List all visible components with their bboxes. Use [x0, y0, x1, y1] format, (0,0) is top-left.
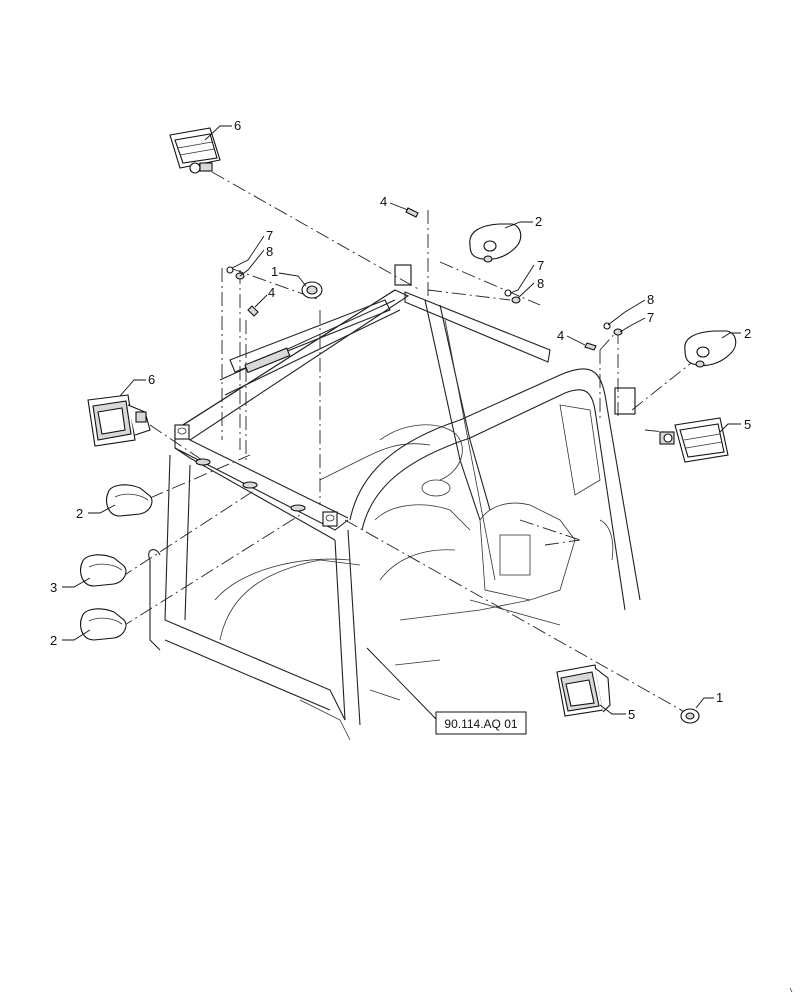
nut-washer-7-8-left: [226, 266, 245, 280]
nut-washer-7-8-right: [603, 322, 623, 336]
grommet-1-top: [301, 281, 323, 299]
callout-4-b: 4: [268, 285, 275, 300]
callout-8-mid: 8: [537, 276, 544, 291]
screw-4-c: [584, 342, 597, 351]
callout-1-bottom: 1: [716, 690, 723, 705]
callout-7-right: 7: [647, 310, 654, 325]
callout-3-front: 3: [50, 580, 57, 595]
cab-frame: [148, 264, 641, 741]
callout-5-bottom: 5: [628, 707, 635, 722]
screw-4-a: [405, 207, 419, 218]
callout-8-right: 8: [647, 292, 654, 307]
callout-6-left: 6: [148, 372, 155, 387]
callout-4-c: 4: [557, 328, 564, 343]
screw-4-b: [247, 305, 259, 317]
callout-5-right: 5: [744, 417, 751, 432]
callout-7-mid: 7: [537, 258, 544, 273]
front-lamp-2-upper: [105, 484, 153, 517]
callout-1-top: 1: [271, 264, 278, 279]
front-lamp-3: [79, 554, 127, 587]
callout-4-a: 4: [380, 194, 387, 209]
work-lamp-5-bottom: [556, 664, 611, 717]
callout-2-right: 2: [744, 326, 751, 341]
work-lamp-6-left: [87, 394, 151, 447]
marker-lamp-2-top: [469, 223, 522, 263]
callout-2-front-lower: 2: [50, 633, 57, 648]
callout-8-left: 8: [266, 244, 273, 259]
corner-mark: [789, 987, 793, 993]
marker-lamp-2-right: [684, 330, 737, 368]
reference-box[interactable]: 90.114.AQ 01: [435, 711, 527, 735]
grommet-1-bottom: [680, 708, 700, 724]
work-lamp-6-top: [169, 127, 221, 174]
callout-2-top: 2: [535, 214, 542, 229]
callout-6-top: 6: [234, 118, 241, 133]
front-lamp-2-lower: [79, 608, 127, 641]
callout-numbers: 6 4 2 7 8 1 4 7 8 8 7 4 2 6 5 2 3 2 1 5: [50, 118, 751, 722]
callout-2-front-upper: 2: [76, 506, 83, 521]
leader-lines: [62, 125, 741, 721]
reference-label: 90.114.AQ 01: [444, 717, 517, 731]
work-lamp-5-right: [659, 417, 729, 463]
callout-7-left: 7: [266, 228, 273, 243]
nut-washer-7-8-mid: [504, 289, 521, 304]
